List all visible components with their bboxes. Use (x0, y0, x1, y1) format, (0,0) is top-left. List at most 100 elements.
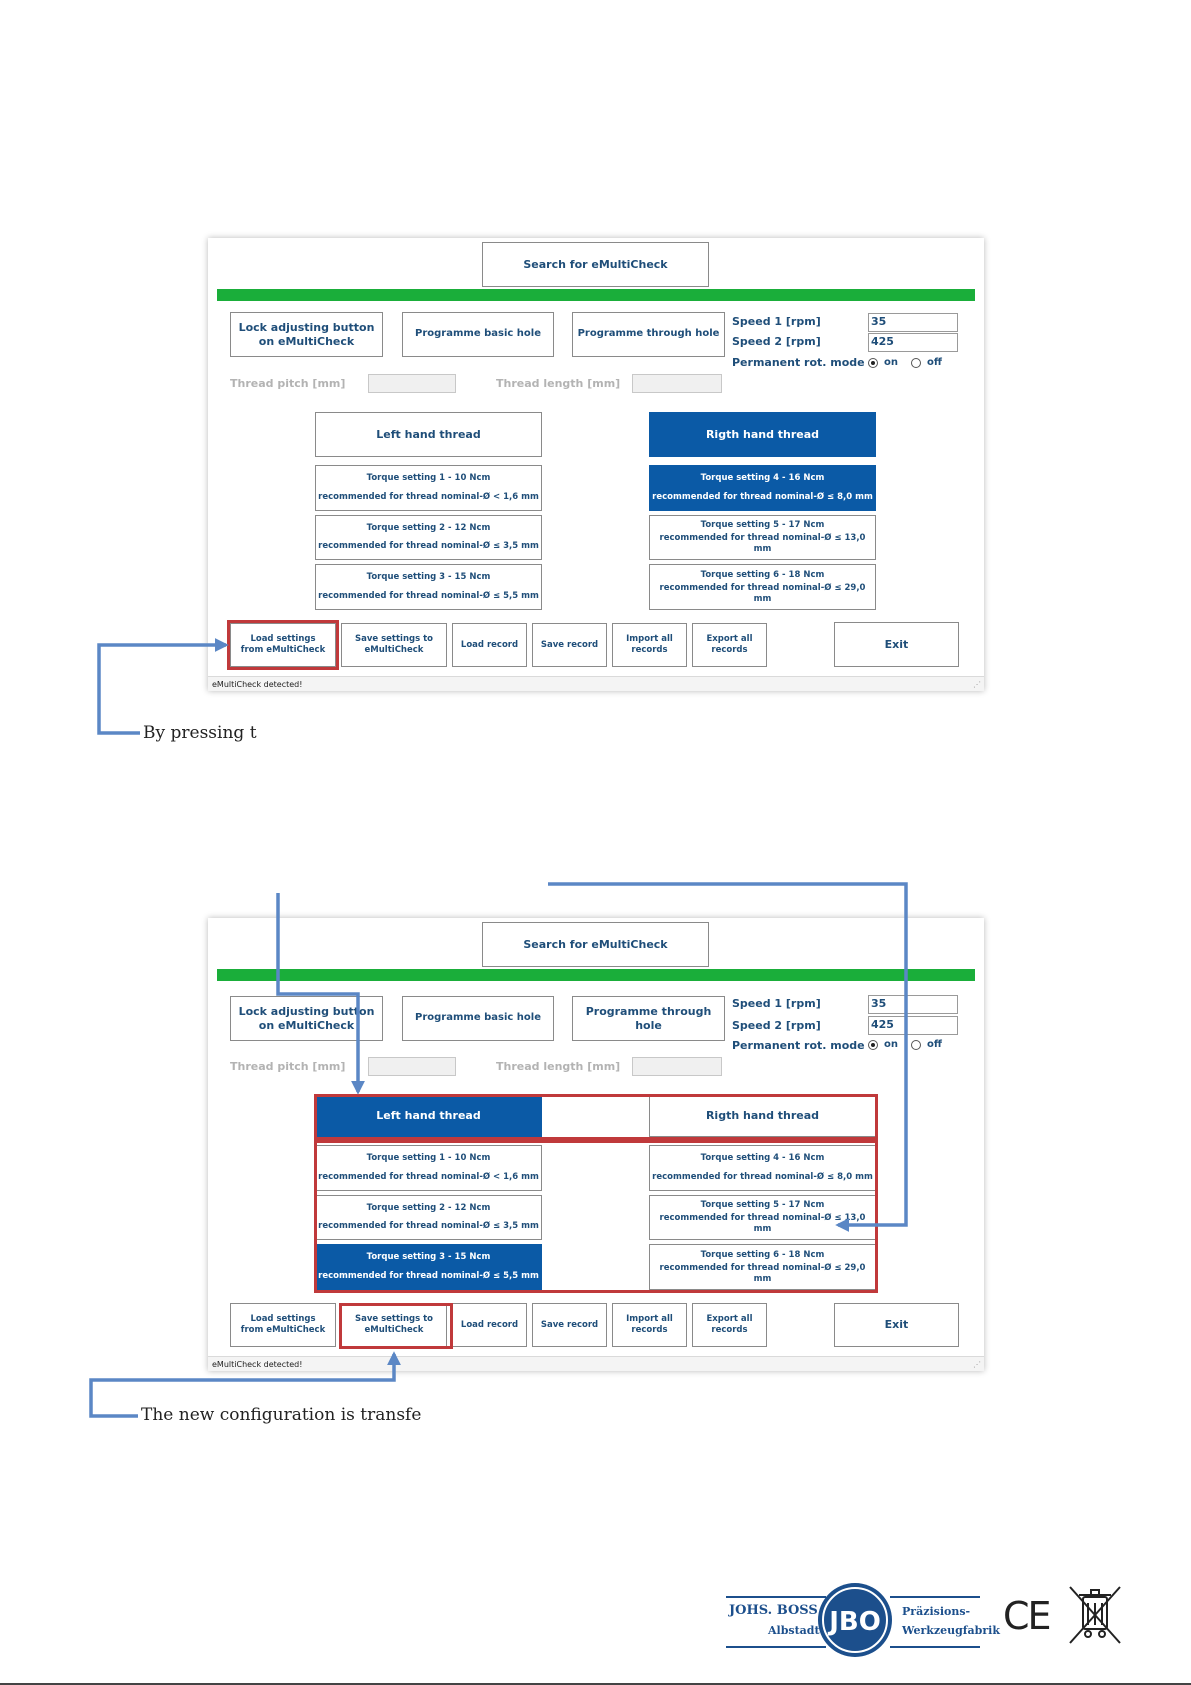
status-bar: eMultiCheck detected! (208, 676, 984, 691)
torque-recommendation: recommended for thread nominal-Ø ≤ 13,0 … (659, 1213, 866, 1235)
torque-setting-1[interactable]: Torque setting 1 - 10 Ncm recommended fo… (315, 465, 542, 511)
app-window-before: Search for eMultiCheck Lock adjusting bu… (208, 238, 984, 691)
torque-title: Torque setting 2 - 12 Ncm (366, 1202, 491, 1213)
speed2-input[interactable]: 425 (868, 1016, 958, 1035)
thread-length-label: Thread length [mm] (496, 377, 621, 390)
save-settings-button[interactable]: Save settings to eMultiCheck (341, 623, 447, 667)
status-text: eMultiCheck detected! (212, 1360, 303, 1369)
torque-recommendation: recommended for thread nominal-Ø ≤ 29,0 … (659, 583, 866, 604)
permanent-rot-mode-label: Permanent rot. mode (732, 356, 865, 369)
radio-off[interactable] (911, 358, 921, 368)
torque-setting-4[interactable]: Torque setting 4 - 16 Ncm recommended fo… (649, 465, 876, 511)
speed2-input[interactable]: 425 (868, 333, 958, 352)
torque-recommendation: recommended for thread nominal-Ø ≤ 3,5 m… (318, 541, 539, 552)
save-settings-button[interactable]: Save settings to eMultiCheck (341, 1303, 447, 1347)
thread-pitch-label: Thread pitch [mm] (230, 1060, 346, 1073)
radio-off-label: off (927, 1039, 942, 1050)
load-record-button[interactable]: Load record (452, 623, 527, 667)
search-button[interactable]: Search for eMultiCheck (482, 922, 709, 967)
permanent-rot-mode-label: Permanent rot. mode (732, 1039, 865, 1052)
torque-title: Torque setting 2 - 12 Ncm (366, 522, 491, 533)
torque-setting-5[interactable]: Torque setting 5 - 17 Ncm recommended fo… (649, 1195, 876, 1240)
torque-setting-4[interactable]: Torque setting 4 - 16 Ncm recommended fo… (649, 1145, 876, 1191)
left-hand-thread-button[interactable]: Left hand thread (315, 412, 542, 457)
radio-off-label: off (927, 357, 942, 368)
resize-grip-icon[interactable]: ⋰ (973, 680, 981, 689)
thread-pitch-input[interactable] (368, 374, 456, 393)
arrow-load-settings (97, 638, 229, 735)
torque-title: Torque setting 3 - 15 Ncm (366, 572, 491, 583)
torque-title: Torque setting 1 - 10 Ncm (366, 1153, 491, 1164)
programme-through-hole-button[interactable]: Programme through hole (572, 312, 725, 357)
import-all-records-button[interactable]: Import all records (612, 1303, 687, 1347)
status-text: eMultiCheck detected! (212, 680, 303, 689)
torque-setting-5[interactable]: Torque setting 5 - 17 Ncm recommended fo… (649, 515, 876, 560)
speed2-label: Speed 2 [rpm] (732, 335, 821, 348)
radio-off[interactable] (911, 1040, 921, 1050)
progress-bar (217, 969, 975, 981)
logo-tag1: Präzisions- (902, 1605, 971, 1618)
programme-basic-hole-button[interactable]: Programme basic hole (402, 312, 554, 357)
logo-tag2: Werkzeugfabrik (902, 1624, 1000, 1637)
ce-mark-icon: CE (1003, 1594, 1052, 1638)
torque-title: Torque setting 4 - 16 Ncm (700, 1153, 825, 1164)
lock-adjusting-button[interactable]: Lock adjusting button on eMultiCheck (230, 996, 383, 1041)
search-button[interactable]: Search for eMultiCheck (482, 242, 709, 287)
save-record-button[interactable]: Save record (532, 1303, 607, 1347)
torque-title: Torque setting 6 - 18 Ncm (700, 569, 825, 580)
torque-setting-1[interactable]: Torque setting 1 - 10 Ncm recommended fo… (315, 1145, 542, 1191)
logo-city: Albstadt (768, 1624, 820, 1637)
caption-load-settings: By pressing t (143, 723, 257, 743)
torque-setting-2[interactable]: Torque setting 2 - 12 Ncm recommended fo… (315, 515, 542, 560)
programme-basic-hole-button[interactable]: Programme basic hole (402, 996, 554, 1041)
torque-title: Torque setting 5 - 17 Ncm (700, 1200, 825, 1211)
load-settings-button[interactable]: Load settings from eMultiCheck (230, 623, 336, 667)
export-all-records-button[interactable]: Export all records (692, 1303, 767, 1347)
torque-recommendation: recommended for thread nominal-Ø ≤ 29,0 … (659, 1263, 866, 1284)
torque-recommendation: recommended for thread nominal-Ø ≤ 5,5 m… (318, 1271, 539, 1282)
jbo-emblem-icon: JBO (818, 1583, 892, 1657)
torque-recommendation: recommended for thread nominal-Ø ≤ 5,5 m… (318, 591, 539, 602)
exit-button[interactable]: Exit (834, 622, 959, 667)
lock-adjusting-button[interactable]: Lock adjusting button on eMultiCheck (230, 312, 383, 357)
radio-on[interactable] (868, 358, 878, 368)
speed1-label: Speed 1 [rpm] (732, 997, 821, 1010)
torque-setting-3[interactable]: Torque setting 3 - 15 Ncm recommended fo… (315, 564, 542, 610)
speed1-input[interactable]: 35 (868, 313, 958, 332)
torque-setting-2[interactable]: Torque setting 2 - 12 Ncm recommended fo… (315, 1195, 542, 1240)
resize-grip-icon[interactable]: ⋰ (973, 1360, 981, 1369)
weee-bin-icon (1069, 1586, 1121, 1644)
right-hand-thread-button[interactable]: Rigth hand thread (649, 412, 876, 457)
torque-title: Torque setting 5 - 17 Ncm (700, 520, 825, 531)
thread-pitch-label: Thread pitch [mm] (230, 377, 346, 390)
torque-recommendation: recommended for thread nominal-Ø ≤ 8,0 m… (652, 1172, 873, 1183)
thread-pitch-input[interactable] (368, 1057, 456, 1076)
torque-recommendation: recommended for thread nominal-Ø ≤ 3,5 m… (318, 1221, 539, 1232)
programme-through-hole-button[interactable]: Programme through hole (572, 996, 725, 1041)
thread-length-label: Thread length [mm] (496, 1060, 621, 1073)
thread-length-input[interactable] (632, 374, 722, 393)
speed2-label: Speed 2 [rpm] (732, 1019, 821, 1032)
speed1-input[interactable]: 35 (868, 995, 958, 1014)
left-hand-thread-button[interactable]: Left hand thread (315, 1095, 542, 1137)
radio-on-label: on (884, 357, 898, 368)
torque-setting-3[interactable]: Torque setting 3 - 15 Ncm recommended fo… (315, 1244, 542, 1290)
radio-on[interactable] (868, 1040, 878, 1050)
torque-title: Torque setting 3 - 15 Ncm (366, 1252, 491, 1263)
load-record-button[interactable]: Load record (452, 1303, 527, 1347)
logo-mark: JBO (827, 1607, 881, 1637)
torque-recommendation: recommended for thread nominal-Ø < 1,6 m… (318, 1172, 539, 1183)
exit-button[interactable]: Exit (834, 1303, 959, 1347)
import-all-records-button[interactable]: Import all records (612, 623, 687, 667)
load-settings-button[interactable]: Load settings from eMultiCheck (230, 1303, 336, 1347)
thread-length-input[interactable] (632, 1057, 722, 1076)
torque-setting-6[interactable]: Torque setting 6 - 18 Ncm recommended fo… (649, 1244, 876, 1290)
torque-setting-6[interactable]: Torque setting 6 - 18 Ncm recommended fo… (649, 564, 876, 610)
save-record-button[interactable]: Save record (532, 623, 607, 667)
speed1-label: Speed 1 [rpm] (732, 315, 821, 328)
radio-on-label: on (884, 1039, 898, 1050)
export-all-records-button[interactable]: Export all records (692, 623, 767, 667)
app-window-after: Search for eMultiCheck Lock adjusting bu… (208, 918, 984, 1371)
status-bar: eMultiCheck detected! (208, 1356, 984, 1371)
right-hand-thread-button[interactable]: Rigth hand thread (649, 1095, 876, 1137)
